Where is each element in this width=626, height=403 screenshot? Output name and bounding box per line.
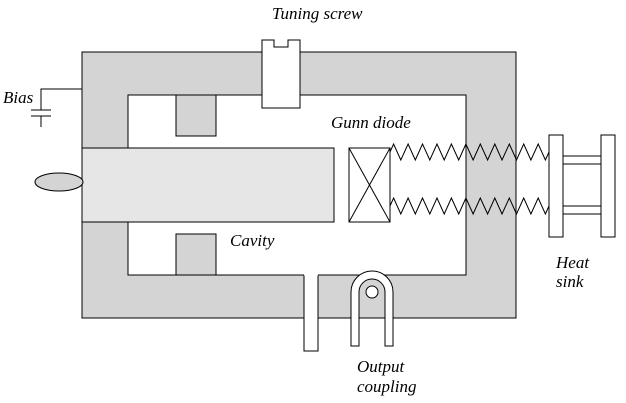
cavity-label: Cavity [230, 231, 275, 250]
spring-top [389, 142, 550, 162]
output-coupling-loop [350, 270, 394, 347]
lower-partition-stub [175, 233, 217, 276]
output-coupling-label-line1: Output [357, 357, 405, 376]
output-probe [303, 275, 319, 352]
bias-connection [31, 88, 82, 127]
coaxial-rod [81, 147, 335, 223]
upper-partition-stub [175, 94, 217, 137]
heat-sink-label-line1: Heat [556, 253, 590, 272]
rod-end-ellipse [34, 172, 84, 192]
heat-sink [548, 134, 616, 238]
gunn-diode-symbol [348, 147, 391, 223]
output-coupling-label-line2: coupling [357, 377, 417, 396]
heat-sink-label-line2: sink [556, 272, 584, 291]
spring-bottom [389, 196, 550, 216]
bias-label: Bias [3, 88, 34, 107]
tuning-screw-label: Tuning screw [272, 4, 363, 23]
gunn-diode-label: Gunn diode [331, 113, 411, 132]
tuning-screw [261, 39, 301, 109]
